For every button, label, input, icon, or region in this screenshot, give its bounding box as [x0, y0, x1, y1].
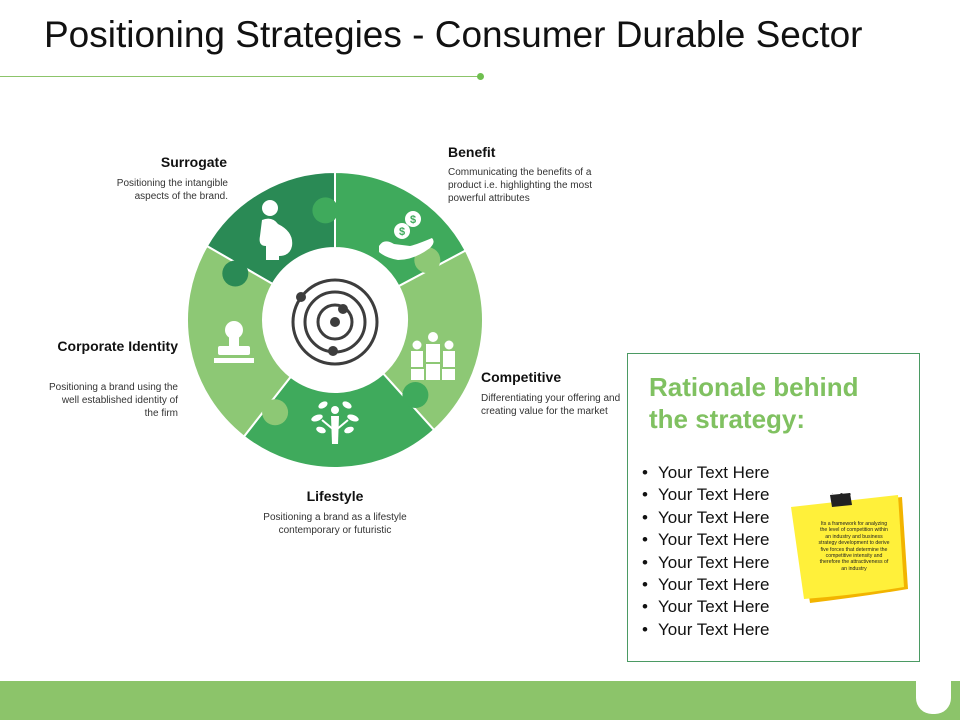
footer-notch [916, 681, 951, 714]
money-hand-icon: $ $ [379, 211, 434, 260]
target-orbit-icon [291, 278, 379, 366]
puzzle-tab [312, 197, 339, 224]
bullet-item: •Your Text Here [642, 463, 770, 482]
tree-person-icon [311, 401, 359, 444]
bullet-item: •Your Text Here [642, 530, 770, 550]
bullet-text: Your Text Here [658, 575, 770, 595]
segment-desc-surrogate: Positioning the intangible aspects of th… [116, 178, 228, 202]
bullet-item: •Your Text Here [642, 597, 770, 617]
pregnant-woman-icon [259, 200, 293, 260]
bullet-item: •Your Text Here [642, 619, 770, 639]
bullet-text: Your Text Here [658, 463, 770, 482]
segment-desc-competitive: Differentiating your offering and creati… [481, 393, 621, 417]
bullet-text: Your Text Here [658, 619, 770, 639]
stamp-icon [214, 321, 254, 363]
sticky-note-text: Its a framework for analyzing the level … [818, 521, 890, 572]
segment-desc-lifestyle: Positioning a brand as a lifestyle conte… [263, 512, 407, 536]
rationale-title: Rationale behind the strategy: [649, 372, 859, 434]
sticky-note [791, 493, 908, 603]
page-title: Positioning Strategies - Consumer Durabl… [44, 14, 863, 55]
segment-desc-corporate-identity: Positioning a brand using the well estab… [49, 382, 178, 419]
segment-label-lifestyle: Lifestyle [306, 488, 364, 504]
bullet-text: Your Text Here [658, 552, 770, 572]
bullet-item: •Your Text Here [642, 485, 770, 505]
binder-clip-icon [830, 493, 852, 507]
segment-label-competitive: Competitive [481, 369, 562, 385]
puzzle-tab [402, 382, 429, 408]
rationale-bullet-list: •Your Text Here •Your Text Here •Your Te… [642, 462, 770, 641]
title-underline [0, 76, 480, 77]
segment-label-surrogate: Surrogate [160, 154, 227, 170]
bullet-text: Your Text Here [658, 530, 770, 550]
svg-text:$: $ [399, 226, 405, 238]
bullet-item: •Your Text Here [642, 575, 770, 595]
svg-text:$: $ [410, 214, 416, 226]
bullet-text: Your Text Here [658, 485, 770, 505]
podium-people-icon [411, 332, 455, 380]
footer-bar [0, 681, 960, 720]
bullet-text: Your Text Here [658, 507, 770, 527]
segment-label-corporate-identity: Corporate Identity [57, 338, 178, 354]
bullet-text: Your Text Here [658, 597, 770, 617]
segment-label-benefit: Benefit [448, 144, 496, 160]
puzzle-tabs [222, 197, 441, 426]
puzzle-tab [222, 260, 249, 287]
bullet-item: •Your Text Here [642, 507, 770, 527]
puzzle-tab [262, 399, 289, 426]
title-underline-dot [477, 73, 484, 80]
bullet-item: •Your Text Here [642, 552, 770, 572]
segment-desc-benefit: Communicating the benefits of a product … [448, 167, 592, 204]
